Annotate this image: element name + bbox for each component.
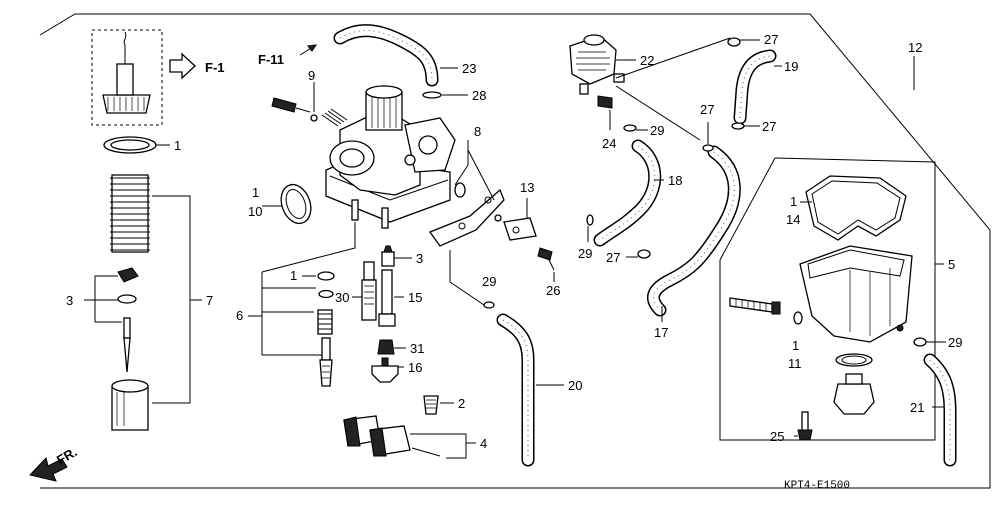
part-clip-27-top bbox=[727, 37, 741, 47]
part-hose-23 bbox=[333, 24, 439, 87]
part-bracket-8 bbox=[428, 182, 505, 247]
cap-assembly-sketch bbox=[102, 31, 151, 114]
part-slow-jet-spring bbox=[317, 309, 333, 335]
drawing-code: KPT4-E1500 bbox=[784, 480, 850, 492]
callout-24: 24 bbox=[602, 136, 616, 151]
callout-29-right: 29 bbox=[948, 335, 962, 350]
callout-14-qty: 1 bbox=[790, 194, 797, 209]
callout-8: 8 bbox=[474, 124, 481, 139]
part-hose-20 bbox=[496, 313, 535, 467]
callout-5: 5 bbox=[948, 257, 955, 272]
part-throttle-valve bbox=[111, 379, 149, 431]
part-fuel-cock-22 bbox=[569, 34, 625, 95]
part-hose-18 bbox=[593, 139, 662, 247]
diagram-border bbox=[39, 13, 991, 489]
callout-27-b: 27 bbox=[700, 102, 714, 117]
part-float-valve bbox=[319, 337, 333, 387]
callout-3-mid: 3 bbox=[416, 251, 423, 266]
part-drain-plug bbox=[833, 353, 875, 415]
callout-9: 9 bbox=[308, 68, 315, 83]
callout-15: 15 bbox=[408, 290, 422, 305]
callout-21: 21 bbox=[910, 400, 924, 415]
part-clip-29-right bbox=[913, 337, 927, 347]
part-jet-31 bbox=[377, 339, 395, 355]
reference-inset-box bbox=[91, 29, 163, 126]
callout-17: 17 bbox=[654, 325, 668, 340]
callout-27-top: 27 bbox=[764, 32, 778, 47]
part-o-ring-30 bbox=[318, 289, 334, 299]
callout-18: 18 bbox=[668, 173, 682, 188]
callout-29-upper: 29 bbox=[650, 123, 664, 138]
part-jet-2 bbox=[423, 395, 439, 415]
part-o-ring-top bbox=[103, 136, 157, 154]
part-clip-28 bbox=[422, 91, 442, 99]
part-gasket-14 bbox=[805, 175, 907, 241]
callout-27-right: 27 bbox=[762, 119, 776, 134]
callout-25: 25 bbox=[770, 429, 784, 444]
callout-29-hose: 29 bbox=[578, 246, 592, 261]
callout-16: 16 bbox=[408, 360, 422, 375]
part-needle-jet-15 bbox=[378, 269, 396, 327]
callout-1-left: 1 bbox=[174, 138, 181, 153]
callout-12: 12 bbox=[908, 40, 922, 55]
callout-10: 10 bbox=[248, 204, 262, 219]
callout-10-qty: 1 bbox=[252, 185, 259, 200]
part-o-ring-10 bbox=[280, 183, 312, 225]
part-clip-29-mid bbox=[483, 301, 495, 309]
part-bracket-13 bbox=[503, 217, 537, 241]
part-o-ring-11 bbox=[793, 311, 803, 325]
callout-23: 23 bbox=[462, 61, 476, 76]
callout-3-left: 3 bbox=[66, 293, 73, 308]
part-float-4 bbox=[343, 415, 441, 457]
callout-27-mid: 27 bbox=[606, 250, 620, 265]
part-plug-16 bbox=[371, 357, 399, 383]
part-washer-1 bbox=[317, 271, 335, 281]
callout-13: 13 bbox=[520, 180, 534, 195]
callout-2: 2 bbox=[458, 396, 465, 411]
callout-11-qty: 1 bbox=[792, 338, 799, 353]
callout-29-mid: 29 bbox=[482, 274, 496, 289]
callout-11: 11 bbox=[788, 356, 802, 371]
callout-6: 6 bbox=[236, 308, 243, 323]
part-throttle-spring bbox=[110, 174, 150, 253]
part-main-jet-3 bbox=[381, 245, 395, 267]
part-hose-21 bbox=[923, 353, 957, 467]
callout-4: 4 bbox=[480, 436, 487, 451]
part-hose-19 bbox=[733, 49, 777, 125]
part-pilot-screw bbox=[271, 97, 311, 113]
part-clip-27-lower bbox=[702, 144, 714, 152]
callout-26: 26 bbox=[546, 283, 560, 298]
front-direction-icon bbox=[29, 456, 68, 482]
callout-22: 22 bbox=[640, 53, 654, 68]
callout-19: 19 bbox=[784, 59, 798, 74]
callout-1-mid: 1 bbox=[290, 268, 297, 283]
callout-28: 28 bbox=[472, 88, 486, 103]
part-screw-26 bbox=[537, 247, 555, 271]
ref-f1-label: F-1 bbox=[205, 60, 225, 75]
callout-14: 14 bbox=[786, 212, 800, 227]
part-screw-24 bbox=[597, 95, 613, 109]
callout-20: 20 bbox=[568, 378, 582, 393]
callout-7: 7 bbox=[206, 293, 213, 308]
part-carburetor-body bbox=[325, 85, 456, 229]
part-needle-clip bbox=[117, 267, 139, 304]
part-jet-needle bbox=[123, 317, 131, 373]
reference-arrow-icon bbox=[169, 52, 196, 80]
part-clip-29-upper bbox=[623, 124, 637, 132]
part-pilot-spring bbox=[321, 108, 348, 127]
callout-30: 30 bbox=[335, 290, 349, 305]
part-clip-27-right bbox=[731, 122, 745, 130]
part-drain-screw bbox=[729, 297, 781, 315]
callout-31: 31 bbox=[410, 341, 424, 356]
part-float-chamber-5 bbox=[799, 245, 913, 343]
part-screw-25 bbox=[797, 411, 813, 441]
part-clip-27-mid bbox=[637, 249, 651, 259]
ref-f11-label: F-11 bbox=[258, 52, 284, 67]
part-hose-17 bbox=[647, 145, 741, 317]
part-clip-29-hose bbox=[586, 214, 594, 226]
part-needle-jet-holder bbox=[361, 261, 377, 321]
